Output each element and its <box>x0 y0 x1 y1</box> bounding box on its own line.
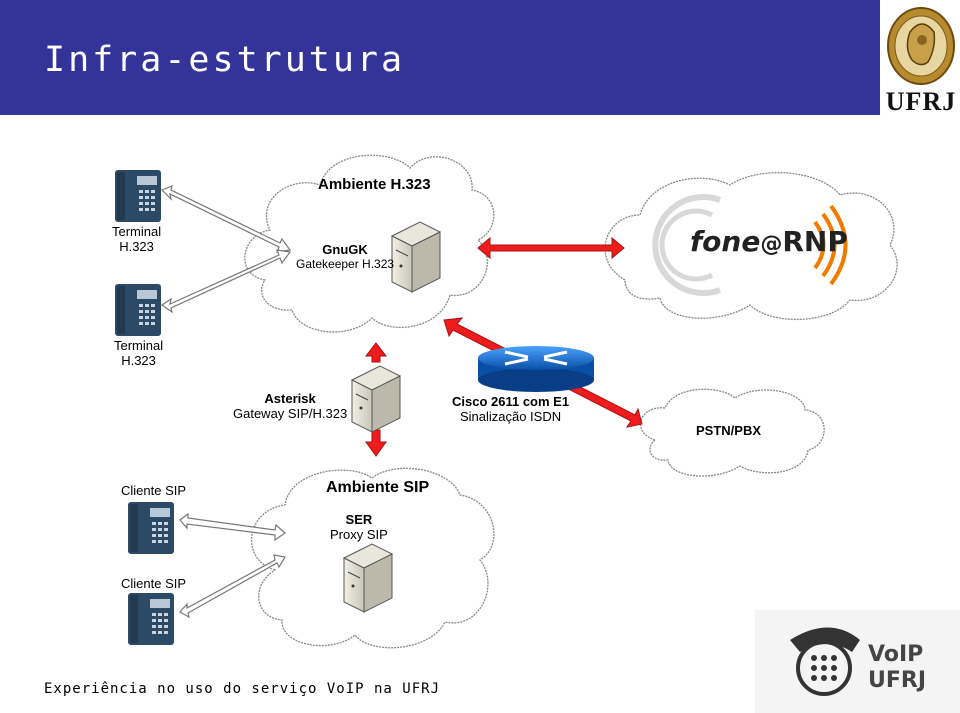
phone-icon <box>115 170 161 222</box>
gnugk-label: GnuGK Gatekeeper H.323 <box>296 242 394 272</box>
terminal-label-line1: Terminal <box>114 338 164 353</box>
asterisk-label: Asterisk Gateway SIP/H.323 <box>233 391 347 421</box>
asterisk-subtitle: Gateway SIP/H.323 <box>233 406 348 421</box>
gnugk-subtitle: Gatekeeper H.323 <box>296 257 395 271</box>
phone-icon <box>115 284 161 336</box>
asterisk-server-icon <box>350 365 402 433</box>
voip-logo-bottom: UFRJ <box>868 668 927 693</box>
cisco-title: Cisco 2611 com E1 <box>452 394 570 409</box>
pstn-cloud <box>640 388 825 477</box>
ufrj-logo: UFRJ <box>882 2 960 117</box>
phone-icon <box>128 593 174 645</box>
slide-title: Infra-estrutura <box>44 40 406 80</box>
sip-zone-label: Ambiente SIP <box>326 479 430 496</box>
cisco-subtitle: Sinalização ISDN <box>459 409 562 424</box>
cisco-router-icon <box>478 346 594 392</box>
ser-title: SER <box>345 512 373 527</box>
cisco-label: Cisco 2611 com E1 Sinalização ISDN <box>452 394 569 424</box>
ufrj-logo-text: UFRJ <box>885 87 957 116</box>
gnugk-title: GnuGK <box>322 242 368 257</box>
fone-rnp-logo-left: fone <box>690 225 761 258</box>
fone-rnp-logo: fone@RNP <box>690 225 848 258</box>
header-bar: Infra-estrutura <box>0 0 880 115</box>
sip-client-label: Cliente SIP <box>121 483 187 498</box>
h323-cloud <box>244 154 495 333</box>
h323-zone-label: Ambiente H.323 <box>318 176 431 193</box>
gnugk-server-icon <box>390 221 442 293</box>
fone-rnp-logo-at: @ <box>760 232 783 257</box>
voip-logo-icon <box>755 610 960 713</box>
terminal-label: Terminal H.323 <box>112 224 161 254</box>
voip-logo-top: VoIP <box>868 642 924 667</box>
terminal-label-line2: H.323 <box>119 239 154 254</box>
ser-subtitle: Proxy SIP <box>330 527 388 542</box>
sip-client-label: Cliente SIP <box>121 576 187 591</box>
voip-logo: VoIP UFRJ <box>868 642 926 694</box>
pstn-label: PSTN/PBX <box>696 423 762 438</box>
asterisk-title: Asterisk <box>264 391 316 406</box>
fone-rnp-logo-right: RNP <box>782 225 848 258</box>
ser-label: SER Proxy SIP <box>330 512 388 542</box>
fone-rnp-logo-icon <box>652 194 848 296</box>
phone-icon <box>128 502 174 554</box>
terminal-label: Terminal H.323 <box>114 338 163 368</box>
terminal-link-arrows <box>160 185 292 619</box>
ufrj-crest-icon <box>887 7 955 85</box>
terminal-label-line1: Terminal <box>112 224 162 239</box>
ser-server-icon <box>342 543 394 613</box>
terminal-label-line2: H.323 <box>121 353 156 368</box>
footer-text: Experiência no uso do serviço VoIP na UF… <box>44 681 441 697</box>
